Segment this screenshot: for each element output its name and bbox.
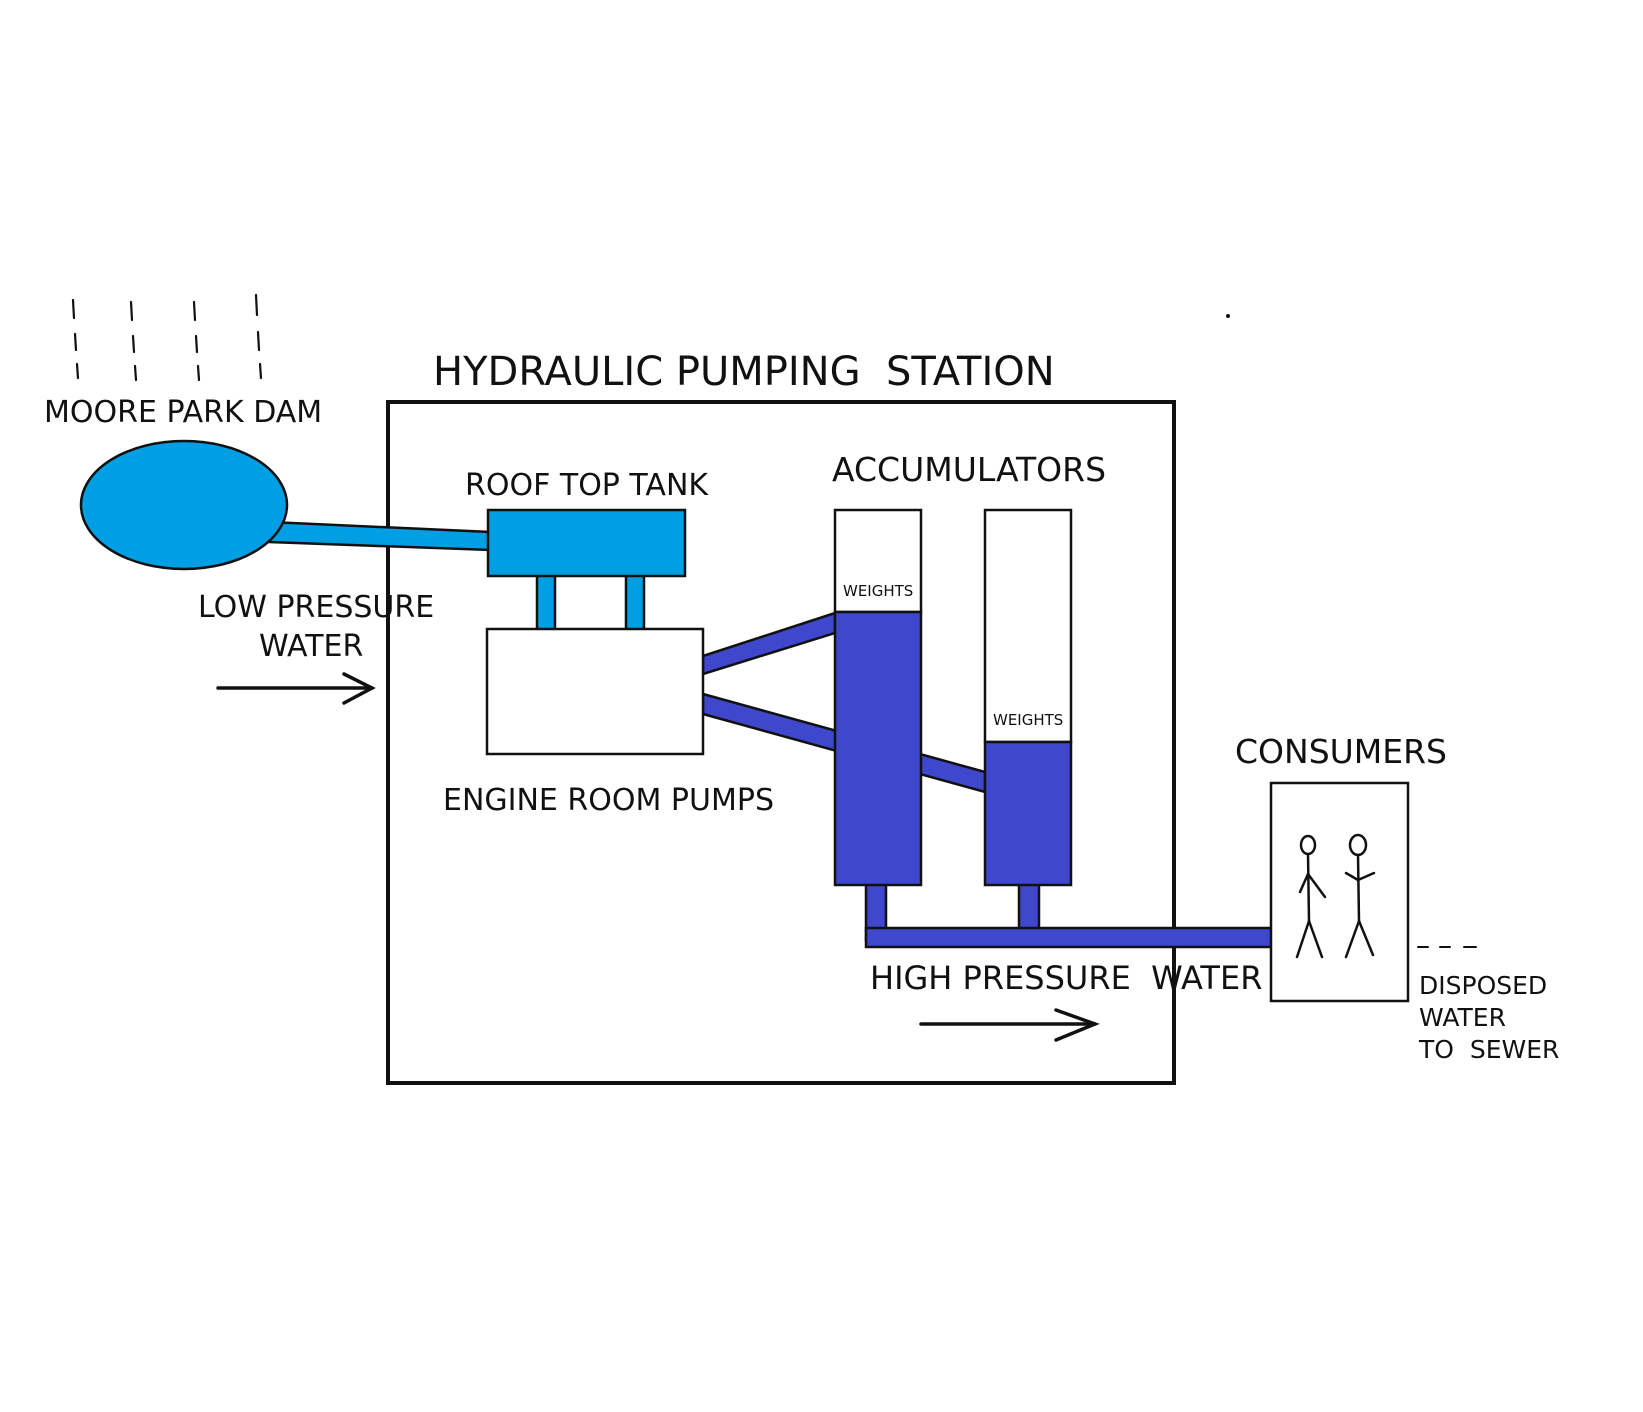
engine-room-label: ENGINE ROOM PUMPS <box>443 783 774 818</box>
roof-tank-label: ROOF TOP TANK <box>465 468 709 503</box>
rain-lines-icon <box>71 293 263 382</box>
low-pressure-label-line1: LOW PRESSURE <box>198 590 434 625</box>
tank-pipe-right <box>624 570 646 632</box>
weights-label-left: WEIGHTS <box>843 582 913 600</box>
hp-pipe-right-drop <box>1017 881 1041 932</box>
weights-label-right: WEIGHTS <box>993 711 1063 729</box>
disposed-label-line2: WATER <box>1419 1003 1506 1032</box>
right-accumulator: WEIGHTS <box>983 508 1073 887</box>
station-building <box>386 400 1176 1085</box>
low-pressure-label-line2: WATER <box>259 629 363 664</box>
disposed-label-line3: TO SEWER <box>1418 1035 1559 1064</box>
hp-pipe-to-left-accumulator <box>701 611 837 676</box>
dam-label: MOORE PARK DAM <box>44 395 322 430</box>
disposed-label-line1: DISPOSED <box>1419 971 1547 1000</box>
right-arrow-icon <box>919 1008 1100 1042</box>
stick-figures-icon <box>1295 833 1376 959</box>
high-pressure-label: HIGH PRESSURE WATER <box>870 959 1262 997</box>
consumers-label: CONSUMERS <box>1235 732 1447 771</box>
stray-dot <box>1226 314 1230 318</box>
engine-room-pumps <box>485 627 705 756</box>
hp-main-line <box>864 926 1274 949</box>
left-accumulator: WEIGHTS <box>833 508 923 887</box>
consumers-box <box>1269 781 1410 1003</box>
page-title: HYDRAULIC PUMPING STATION <box>433 349 1055 395</box>
low-pressure-pipe <box>268 520 492 552</box>
moore-park-dam-reservoir <box>79 439 289 571</box>
accumulators-label: ACCUMULATORS <box>832 450 1106 489</box>
roof-top-tank <box>486 508 687 578</box>
tank-pipe-left <box>535 570 557 632</box>
right-arrow-icon <box>216 672 376 705</box>
